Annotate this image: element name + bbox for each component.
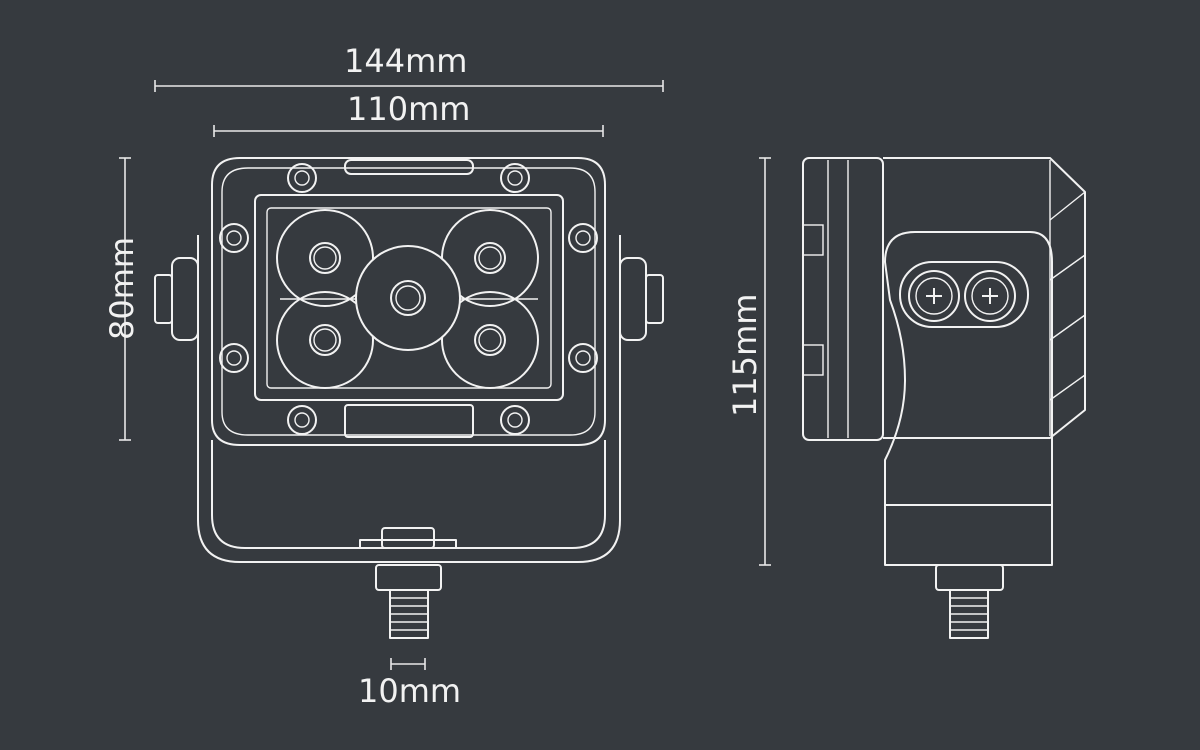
screws	[219, 163, 598, 435]
dim-110-label: 110mm	[347, 90, 471, 128]
side-mount	[884, 231, 1053, 566]
dim-10-label: 10mm	[358, 672, 462, 710]
dim-144-label: 144mm	[344, 42, 468, 80]
mount-bolt	[359, 527, 457, 639]
dim-115	[759, 157, 771, 566]
side-view	[802, 157, 1086, 639]
dim-80	[119, 157, 131, 441]
mount-bracket	[197, 235, 621, 563]
dim-144	[154, 80, 664, 92]
dim-80-label: 80mm	[103, 236, 141, 340]
dim-110	[213, 125, 604, 137]
led-array	[276, 209, 539, 389]
front-view	[154, 157, 664, 639]
dim-10	[390, 658, 426, 670]
dim-115-label: 115mm	[726, 293, 764, 417]
housing	[211, 157, 606, 446]
